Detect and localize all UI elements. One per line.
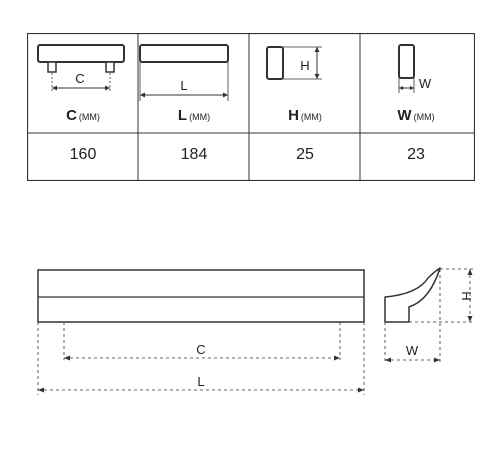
table-grid: C L H W xyxy=(27,33,475,181)
value-w: 23 xyxy=(407,146,425,163)
height-icon xyxy=(266,46,322,80)
length-icon xyxy=(139,44,229,101)
value-c: 160 xyxy=(69,146,97,163)
icon-label-w: W xyxy=(419,76,432,91)
dimension-c xyxy=(63,322,341,361)
icon-label-h: H xyxy=(300,58,309,73)
header-w: W(MM) xyxy=(397,107,435,124)
dimension-l-label: L xyxy=(197,374,204,389)
header-h: H(MM) xyxy=(288,107,322,124)
dimension-c-label: C xyxy=(196,342,205,357)
dimension-h-label: H xyxy=(459,291,474,300)
dimension-l xyxy=(37,322,365,395)
value-h: 25 xyxy=(296,146,314,163)
icon-label-l: L xyxy=(180,78,187,93)
dimension-w-label: W xyxy=(406,343,419,358)
dimension-w xyxy=(384,269,441,364)
spec-table: C L H W xyxy=(27,33,475,181)
header-l: L(MM) xyxy=(177,107,211,124)
width-icon xyxy=(398,44,415,93)
header-c: C(MM) xyxy=(66,107,100,124)
handle-front-view xyxy=(37,269,365,323)
value-l: 184 xyxy=(180,146,208,163)
center-distance-icon xyxy=(37,44,125,93)
icon-label-c: C xyxy=(75,71,84,86)
handle-side-profile xyxy=(384,267,441,323)
dimension-h xyxy=(409,268,475,323)
